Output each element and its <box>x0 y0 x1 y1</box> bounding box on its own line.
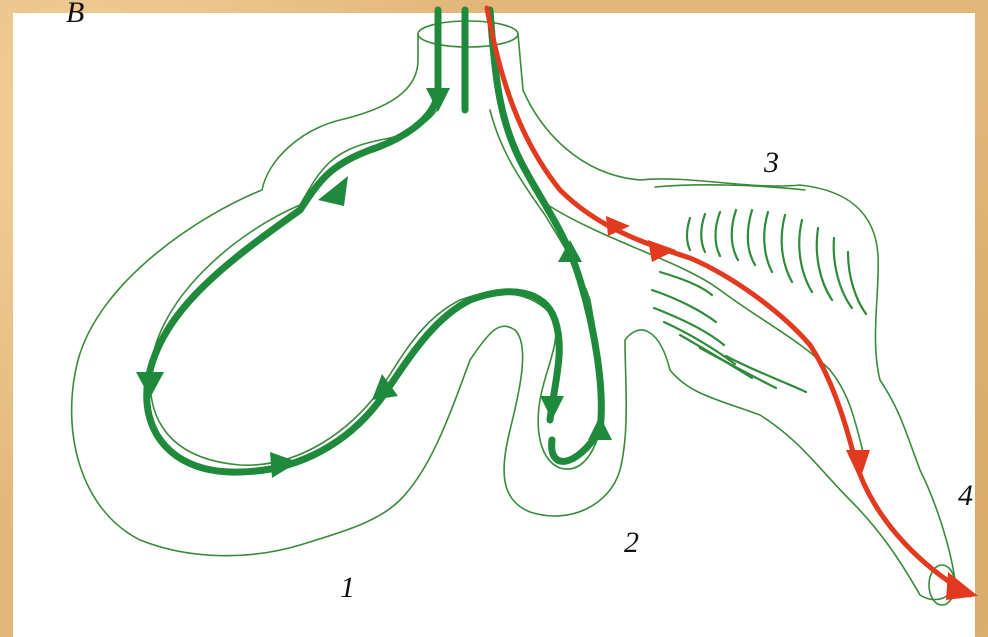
red-arrow-4 <box>946 572 978 600</box>
label-2: 2 <box>624 526 639 559</box>
label-4: 4 <box>958 479 973 512</box>
green-flow <box>147 10 602 472</box>
red-arrow-3 <box>846 450 870 480</box>
arrow-up-pocket <box>588 416 612 440</box>
arrow-down-left <box>136 372 164 398</box>
green-return <box>490 10 601 430</box>
red-path <box>487 8 970 595</box>
arrow-down-pocket <box>540 396 564 420</box>
label-3: 3 <box>763 146 779 179</box>
label-1: 1 <box>340 571 355 604</box>
outer-contour <box>72 34 955 600</box>
red-flow <box>487 8 978 600</box>
panel-letter: В <box>66 0 84 29</box>
